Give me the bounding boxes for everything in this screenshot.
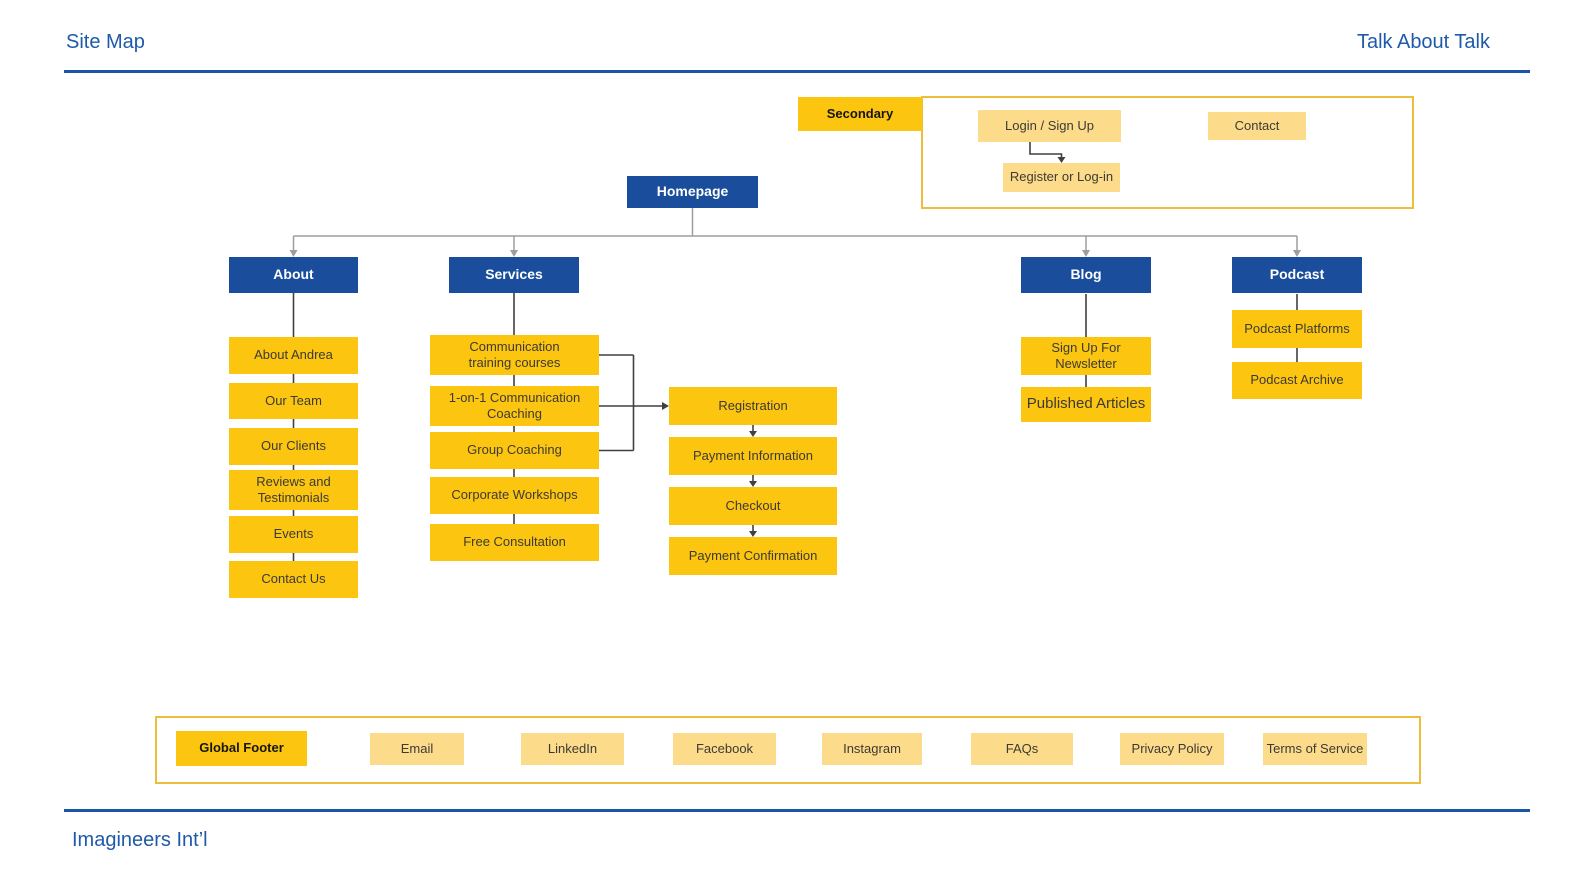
- global-footer-label: Global Footer: [176, 731, 307, 766]
- node-1on1-communication-coaching[interactable]: 1-on-1 Communication Coaching: [430, 386, 599, 426]
- node-facebook[interactable]: Facebook: [673, 733, 776, 765]
- node-register-or-login[interactable]: Register or Log-in: [1003, 163, 1120, 192]
- site-title: Talk About Talk: [1356, 31, 1490, 53]
- node-terms-of-service[interactable]: Terms of Service: [1263, 733, 1367, 765]
- secondary-label: Secondary: [798, 97, 922, 131]
- node-privacy-policy[interactable]: Privacy Policy: [1120, 733, 1224, 765]
- node-instagram[interactable]: Instagram: [822, 733, 922, 765]
- node-payment-information[interactable]: Payment Information: [669, 437, 837, 475]
- page-title: Site Map: [66, 31, 145, 53]
- node-podcast[interactable]: Podcast: [1232, 257, 1362, 293]
- node-contact-us[interactable]: Contact Us: [229, 561, 358, 598]
- node-published-articles[interactable]: Published Articles: [1021, 387, 1151, 422]
- node-podcast-archive[interactable]: Podcast Archive: [1232, 362, 1362, 399]
- node-group-coaching[interactable]: Group Coaching: [430, 432, 599, 469]
- node-our-clients[interactable]: Our Clients: [229, 428, 358, 465]
- node-services[interactable]: Services: [449, 257, 579, 293]
- node-podcast-platforms[interactable]: Podcast Platforms: [1232, 310, 1362, 348]
- node-login-sign-up[interactable]: Login / Sign Up: [978, 110, 1121, 142]
- node-communication-training-courses[interactable]: Communication training courses: [430, 335, 599, 375]
- node-events[interactable]: Events: [229, 516, 358, 553]
- node-about[interactable]: About: [229, 257, 358, 293]
- node-corporate-workshops[interactable]: Corporate Workshops: [430, 477, 599, 514]
- node-payment-confirmation[interactable]: Payment Confirmation: [669, 537, 837, 575]
- node-homepage[interactable]: Homepage: [627, 176, 758, 208]
- node-sign-up-for-newsletter[interactable]: Sign Up For Newsletter: [1021, 337, 1151, 375]
- node-email[interactable]: Email: [370, 733, 464, 765]
- node-checkout[interactable]: Checkout: [669, 487, 837, 525]
- node-blog[interactable]: Blog: [1021, 257, 1151, 293]
- node-contact[interactable]: Contact: [1208, 112, 1306, 140]
- brand-caption: Imagineers Int’l: [72, 829, 208, 851]
- node-our-team[interactable]: Our Team: [229, 383, 358, 419]
- node-faqs[interactable]: FAQs: [971, 733, 1073, 765]
- node-reviews-testimonials[interactable]: Reviews and Testimonials: [229, 470, 358, 510]
- node-about-andrea[interactable]: About Andrea: [229, 337, 358, 374]
- node-free-consultation[interactable]: Free Consultation: [430, 524, 599, 561]
- header-divider: [64, 70, 1530, 73]
- node-linkedin[interactable]: LinkedIn: [521, 733, 624, 765]
- global-footer-frame: [155, 716, 1421, 784]
- footer-divider: [64, 809, 1530, 812]
- node-registration[interactable]: Registration: [669, 387, 837, 425]
- secondary-group-frame: [921, 96, 1414, 209]
